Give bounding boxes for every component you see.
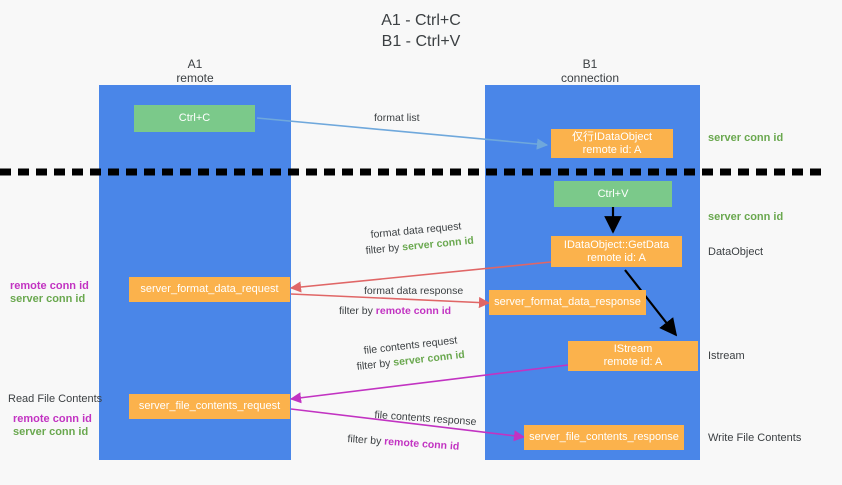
box-server-file-contents-response[interactable]: server_file_contents_response [524, 425, 684, 450]
note-server-conn-id-1: server conn id [10, 293, 86, 305]
label-format-data-response-filter: filter by remote conn id [339, 304, 451, 318]
label-file-contents-request-filter-prefix: filter by [356, 356, 395, 373]
column-a1-role: remote [176, 71, 214, 85]
box-server-format-data-response-label: server_format_data_response [494, 296, 641, 308]
label-format-data-request-filter-prefix: filter by [365, 241, 403, 257]
label-file-contents-response-filter-value: remote conn id [383, 435, 460, 453]
note-dataobject: DataObject [708, 246, 764, 258]
box-istream-line1: IStream [613, 343, 653, 355]
box-idataobject-getdata-line1: IDataObject::GetData [563, 238, 670, 251]
label-file-contents-response-filter-prefix: filter by [347, 432, 385, 448]
box-ctrl-c[interactable]: Ctrl+C [134, 105, 255, 132]
box-idataobject-top-line1: 仅行IDataObject [571, 130, 653, 143]
note-write-file-contents: Write File Contents [708, 432, 802, 444]
label-file-contents-response-filter: filter by remote conn id [347, 432, 460, 454]
diagram-title: A1 - Ctrl+C B1 - Ctrl+V [0, 10, 842, 52]
note-server-conn-id-top: server conn id [708, 132, 784, 144]
box-istream[interactable]: IStream remote id: A [568, 341, 698, 371]
box-server-file-contents-request[interactable]: server_file_contents_request [129, 394, 290, 419]
label-format-data-response-filter-prefix: filter by [339, 305, 376, 317]
box-idataobject-getdata[interactable]: IDataObject::GetData remote id: A [551, 236, 682, 267]
box-istream-line2: remote id: A [603, 356, 663, 368]
note-server-conn-id-mid: server conn id [708, 211, 784, 223]
title-line-1: A1 - Ctrl+C [381, 12, 461, 29]
box-ctrl-c-label: Ctrl+C [178, 112, 211, 124]
title-line-2: B1 - Ctrl+V [381, 33, 461, 50]
column-a1-name: A1 [187, 57, 203, 71]
column-header-a1: A1 remote [105, 57, 285, 85]
box-ctrl-v-label: Ctrl+V [597, 187, 629, 200]
note-istream: Istream [708, 350, 745, 362]
column-b1-role: connection [560, 71, 620, 85]
box-server-format-data-request-label: server_format_data_request [140, 283, 279, 295]
note-remote-conn-id-2: remote conn id [13, 413, 92, 425]
label-format-list: format list [374, 112, 420, 124]
column-header-b1: B1 connection [495, 57, 685, 85]
note-read-file-contents: Read File Contents [8, 393, 103, 405]
box-idataobject-top[interactable]: 仅行IDataObject remote id: A [551, 129, 673, 158]
column-b1-name: B1 [582, 57, 598, 71]
box-server-file-contents-response-label: server_file_contents_response [529, 431, 679, 443]
box-server-format-data-response[interactable]: server_format_data_response [489, 290, 646, 315]
label-format-data-response: format data response [364, 285, 464, 297]
box-ctrl-v[interactable]: Ctrl+V [554, 181, 672, 207]
label-file-contents-response: file contents response [374, 408, 477, 429]
note-remote-conn-id-1: remote conn id [10, 280, 89, 292]
note-server-conn-id-2: server conn id [13, 426, 89, 438]
box-idataobject-getdata-line2: remote id: A [587, 251, 646, 264]
box-idataobject-top-line2: remote id: A [582, 143, 642, 156]
box-server-format-data-request[interactable]: server_format_data_request [129, 277, 290, 302]
box-server-file-contents-request-label: server_file_contents_request [138, 400, 281, 412]
label-format-data-response-filter-value: remote conn id [375, 305, 452, 317]
